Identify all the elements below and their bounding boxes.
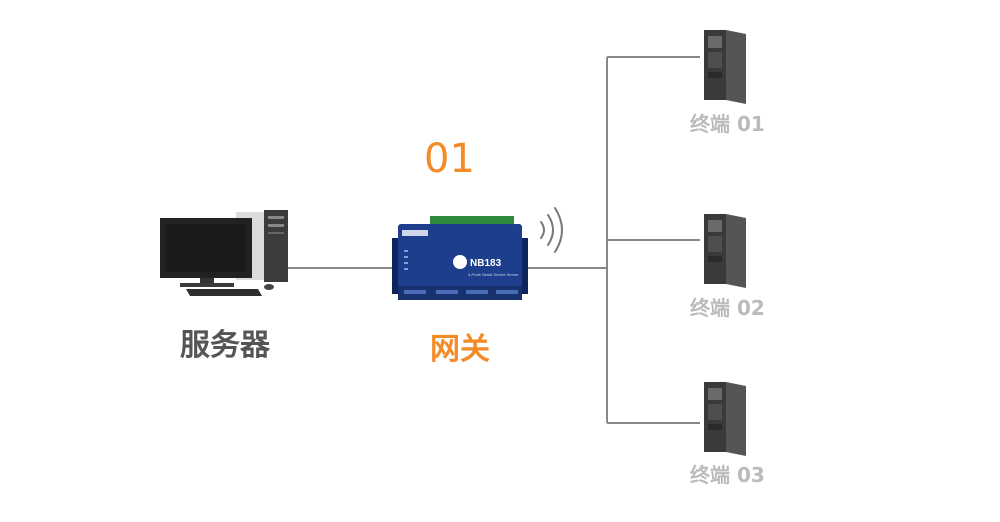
desktop-computer-icon <box>160 210 288 296</box>
terminal-01-device-icon <box>704 30 746 104</box>
terminal-03-device-icon <box>704 382 746 456</box>
terminal-03-label: 终端 03 <box>690 463 765 487</box>
gateway-label: 网关 <box>430 332 490 367</box>
terminal-01-label: 终端 01 <box>690 112 765 136</box>
connection-lines <box>287 56 700 424</box>
terminal-02-device-icon <box>704 214 746 288</box>
gateway-model-text: NB183 <box>470 258 502 269</box>
terminal-02-label: 终端 02 <box>690 296 765 320</box>
gateway-subtitle-text: 4-Ports Serial Device Server <box>468 272 519 277</box>
gateway-number: 01 <box>424 136 475 182</box>
wireless-signal-icon <box>540 207 563 253</box>
gateway-device-icon: NB183 4-Ports Serial Device Server <box>392 216 528 300</box>
server-label: 服务器 <box>180 328 270 363</box>
